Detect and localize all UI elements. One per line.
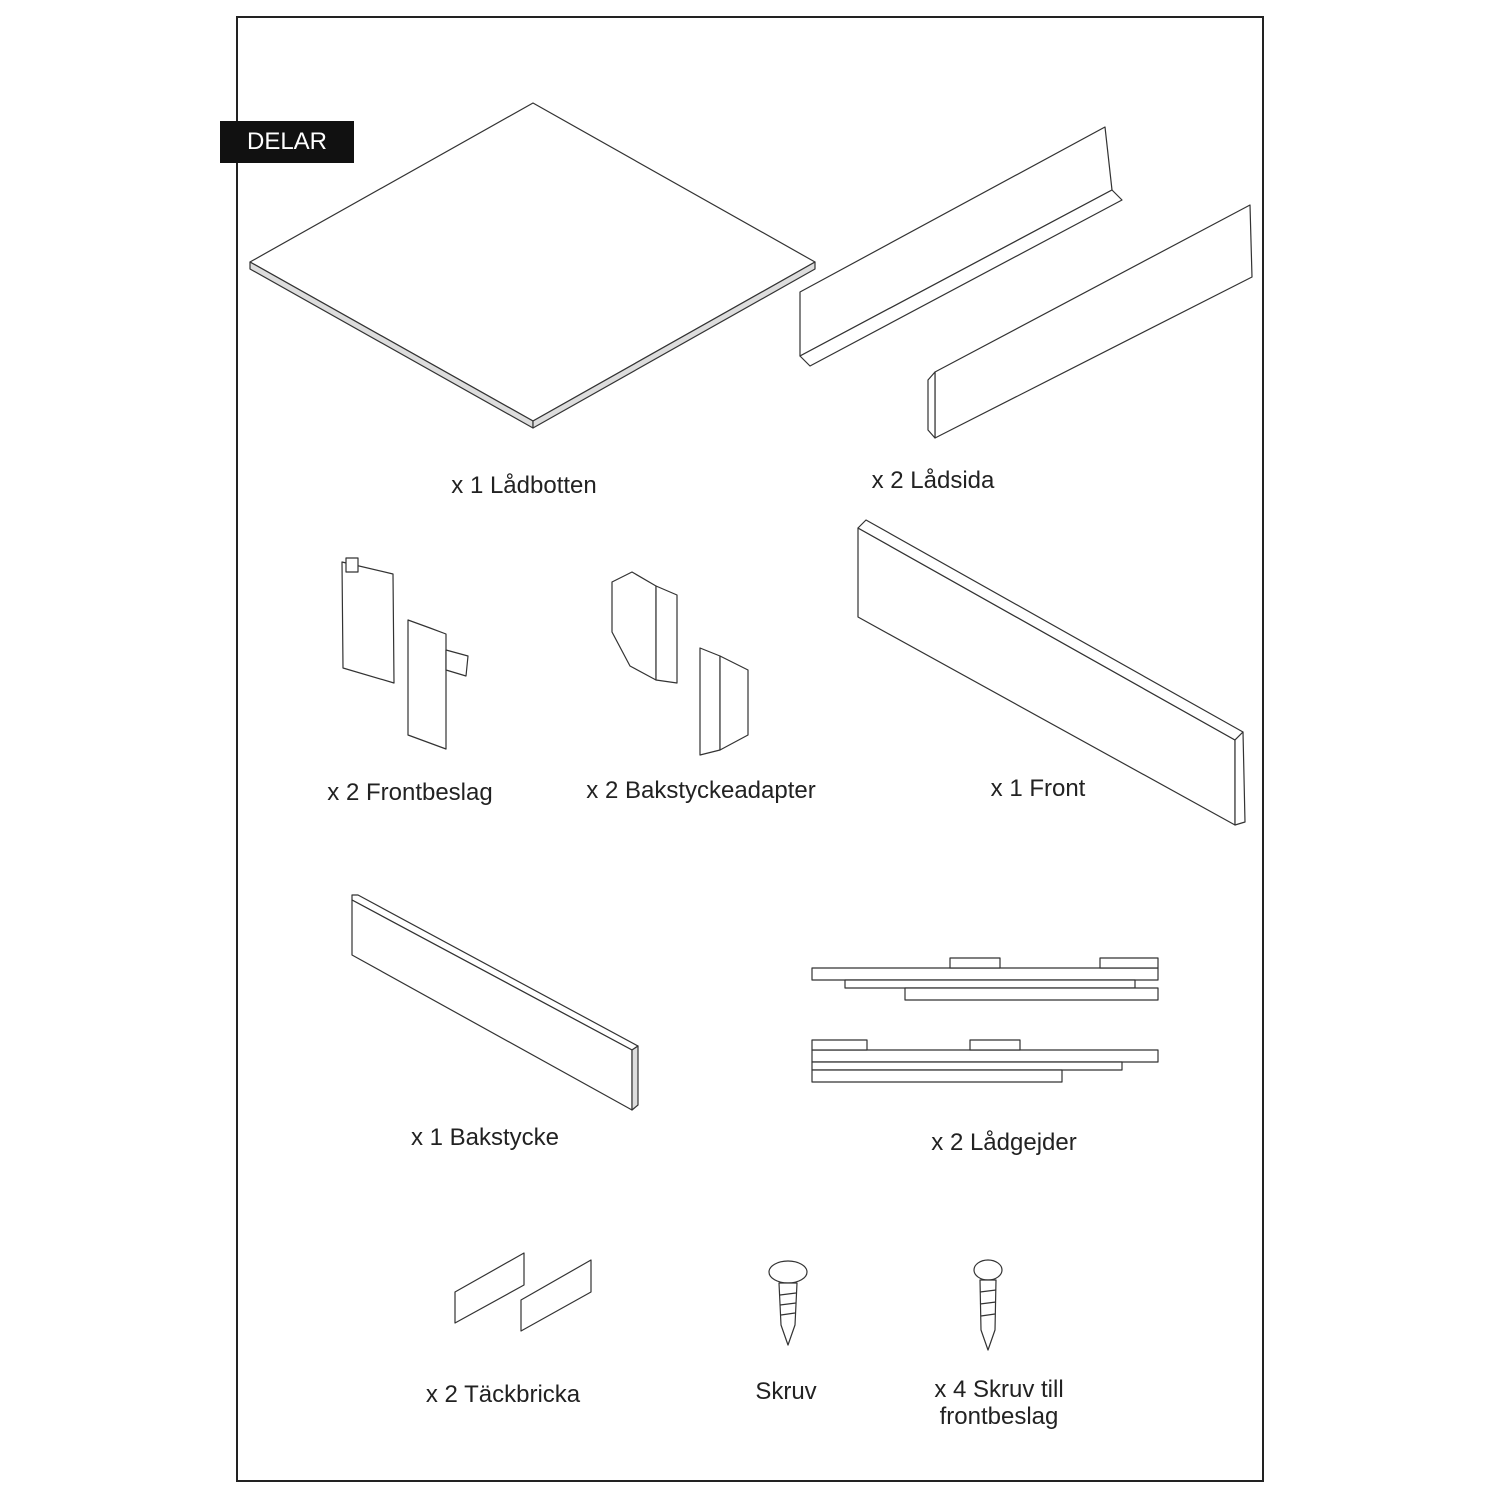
part-label-front: x 1 Front: [990, 775, 1086, 802]
back-adapter-illustration: [611, 571, 749, 756]
part-label-front-fitting-screw: x 4 Skruv till frontbeslag: [934, 1376, 1063, 1430]
page-border: [236, 16, 1264, 1482]
front-fitting-illustration: [341, 557, 469, 750]
part-label-cover-cap: x 2 Täckbricka: [425, 1381, 581, 1408]
label-line-2: frontbeslag: [939, 1403, 1059, 1430]
part-label-front-fitting: x 2 Frontbeslag: [327, 779, 493, 806]
drawer-runner-illustration: [811, 957, 1159, 1083]
part-label-screw: Skruv: [755, 1378, 817, 1405]
part-label-drawer-runner: x 2 Lådgejder: [931, 1129, 1077, 1156]
front-panel-illustration: [857, 519, 1246, 826]
cover-cap-illustration: [454, 1252, 592, 1332]
part-label-back-adapter: x 2 Bakstyckeadapter: [586, 777, 816, 804]
front-fitting-screw-illustration: [973, 1259, 1003, 1351]
drawer-bottom-illustration: [249, 102, 816, 429]
screw-illustration: [768, 1260, 808, 1346]
part-label-drawer-bottom: x 1 Lådbotten: [451, 472, 597, 499]
part-label-back-panel: x 1 Bakstycke: [410, 1124, 560, 1151]
label-line-1: x 4 Skruv till: [934, 1376, 1064, 1403]
back-panel-illustration: [351, 894, 639, 1111]
drawer-side-illustration: [799, 126, 1253, 439]
section-tag: DELAR: [220, 121, 354, 163]
part-label-drawer-side: x 2 Lådsida: [871, 467, 995, 494]
